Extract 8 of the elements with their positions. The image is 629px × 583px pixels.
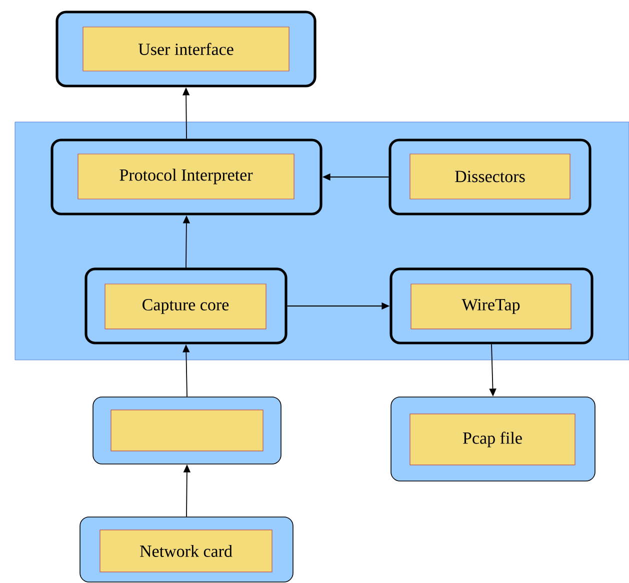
component-box: Capture core [84,268,288,344]
component-box [92,396,282,464]
component-box: User interface [56,10,316,88]
component-box: WireTap [390,268,594,344]
component-box: Pcap file [390,396,596,482]
component-box: Dissectors [388,138,592,216]
component-box: Protocol Interpreter [50,138,322,216]
component-box: Network card [80,516,294,582]
